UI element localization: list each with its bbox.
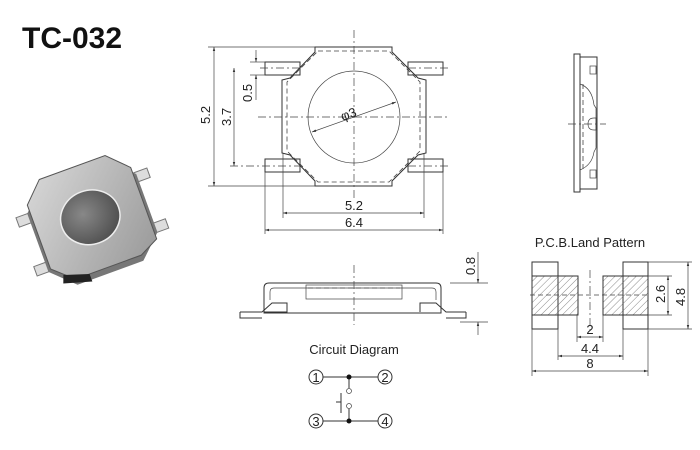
dim-height: 0.8 <box>463 257 478 275</box>
dim-inner: 4.4 <box>581 341 599 356</box>
pin-3-label: 3 <box>312 414 319 429</box>
side-view-drawing: 0.8 <box>239 252 488 335</box>
pin-1-label: 1 <box>312 370 319 385</box>
dim-gap: 2 <box>586 322 593 337</box>
pin-2-icon <box>377 369 393 385</box>
dim-total-height: 4.8 <box>673 288 688 306</box>
pin-4-icon <box>377 413 393 429</box>
dim-pin-width: 0.5 <box>240 84 255 102</box>
top-view-drawing: φ3 5.2 3.7 0.5 5.2 6.4 <box>198 30 450 234</box>
dim-total-height: 5.2 <box>198 106 213 124</box>
circuit-diagram: Circuit Diagram 1 2 3 4 <box>308 342 399 429</box>
circuit-title: Circuit Diagram <box>309 342 399 357</box>
dim-pin-pitch: 3.7 <box>219 108 234 126</box>
pcb-title: P.C.B.Land Pattern <box>535 235 645 250</box>
pin-4-label: 4 <box>381 414 388 429</box>
dim-total-width: 6.4 <box>345 215 363 230</box>
part-number-title: TC-032 <box>22 22 122 55</box>
dim-pad-height: 2.6 <box>653 285 668 303</box>
pin-3-icon <box>308 413 324 429</box>
dim-body-width: 5.2 <box>345 198 363 213</box>
product-photo <box>15 154 170 285</box>
pin-2-label: 2 <box>381 370 388 385</box>
pcb-land-pattern: P.C.B.Land Pattern 2 4.4 8 2.6 4.8 <box>530 235 692 376</box>
pin-1-icon <box>308 369 324 385</box>
diameter-label: φ3 <box>339 104 359 123</box>
end-view-drawing <box>568 53 606 193</box>
dim-outer: 8 <box>586 356 593 371</box>
